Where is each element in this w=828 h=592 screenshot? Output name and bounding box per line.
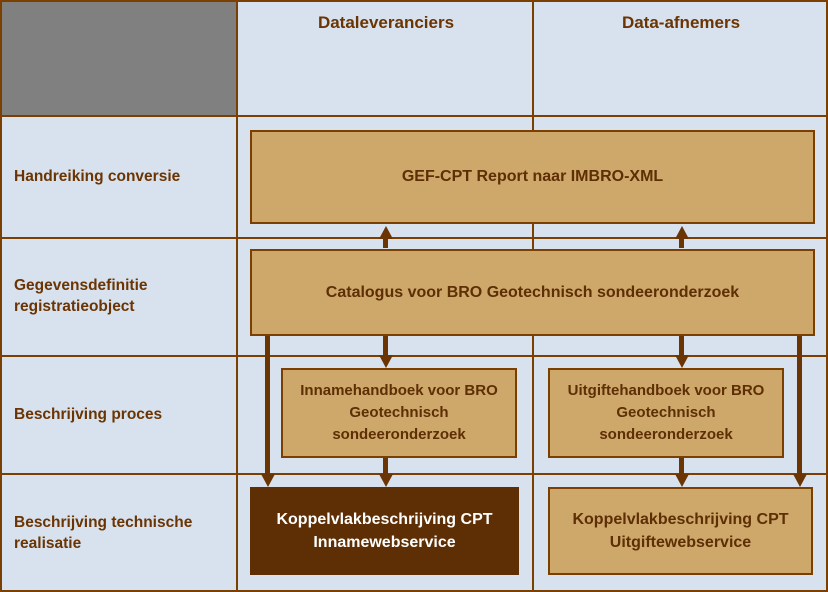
connector-catalogus-to-gef-cpt-left: [378, 226, 393, 248]
column-header-data-afnemers: Data-afnemers: [621, 13, 741, 32]
grid-line-row-1-top: [0, 237, 828, 239]
row-label-handreiking-conversie: Handreiking conversie: [14, 167, 181, 185]
box-koppelvlakbeschrijving-inname[interactable]: Koppelvlakbeschrijving CPT Innamewebserv…: [250, 487, 519, 575]
connector-catalogus-to-uitgiftehandboek: [674, 336, 689, 368]
arrow-shaft: [679, 336, 684, 357]
arrow-shaft: [383, 237, 388, 248]
arrow-shaft: [797, 336, 802, 476]
arrowhead-down-icon: [378, 474, 393, 487]
grid-line-row-3-top: [0, 473, 828, 475]
row-label-gegevensdefinitie-registratieobject: Gegevensdefinitie registratieobject: [14, 277, 148, 315]
arrow-shaft: [383, 336, 388, 357]
arrowhead-down-icon: [674, 474, 689, 487]
connector-innamehandboek-to-koppelvlak-inname: [378, 458, 393, 487]
connector-catalogus-to-koppelvlak-uitgifte: [792, 336, 807, 487]
arrowhead-down-icon: [260, 474, 275, 487]
grid-line-row-0-top: [0, 115, 828, 117]
box-koppelvlakbeschrijving-uitgifte[interactable]: Koppelvlakbeschrijving CPT Uitgiftewebse…: [548, 487, 813, 575]
box-innamehandboek[interactable]: Innamehandboek voor BRO Geotechnisch son…: [281, 368, 517, 458]
row-label-beschrijving-technische-realisatie: Beschrijving technische realisatie: [14, 513, 193, 552]
arrowhead-down-icon: [674, 355, 689, 368]
box-gef-cpt-report[interactable]: GEF-CPT Report naar IMBRO-XML: [250, 130, 815, 224]
arrow-shaft: [679, 237, 684, 248]
arrow-shaft: [265, 336, 270, 476]
grid-line-row-2-top: [0, 355, 828, 357]
arrowhead-up-icon: [674, 226, 689, 239]
connector-catalogus-to-koppelvlak-inname: [260, 336, 275, 487]
grid-line-left-edge: [0, 0, 2, 592]
grid-line-right-edge: [826, 0, 828, 592]
arrow-shaft: [679, 458, 684, 476]
grid-line-bottom: [0, 590, 828, 592]
connector-catalogus-to-innamehandboek: [378, 336, 393, 368]
connector-uitgiftehandboek-to-koppelvlak-uitgifte: [674, 458, 689, 487]
box-catalogus[interactable]: Catalogus voor BRO Geotechnisch sondeero…: [250, 249, 815, 336]
arrowhead-down-icon: [792, 474, 807, 487]
arrowhead-up-icon: [378, 226, 393, 239]
row-label-beschrijving-proces: Beschrijving proces: [14, 405, 163, 423]
box-uitgiftehandboek[interactable]: Uitgiftehandboek voor BRO Geotechnisch s…: [548, 368, 784, 458]
connector-catalogus-to-gef-cpt-right: [674, 226, 689, 248]
arrowhead-down-icon: [378, 355, 393, 368]
grid-line-top: [0, 0, 828, 2]
column-header-dataleveranciers: Dataleveranciers: [317, 13, 455, 32]
arrow-shaft: [383, 458, 388, 476]
corner-block: [0, 0, 238, 115]
grid-line-label-column: [236, 0, 238, 592]
